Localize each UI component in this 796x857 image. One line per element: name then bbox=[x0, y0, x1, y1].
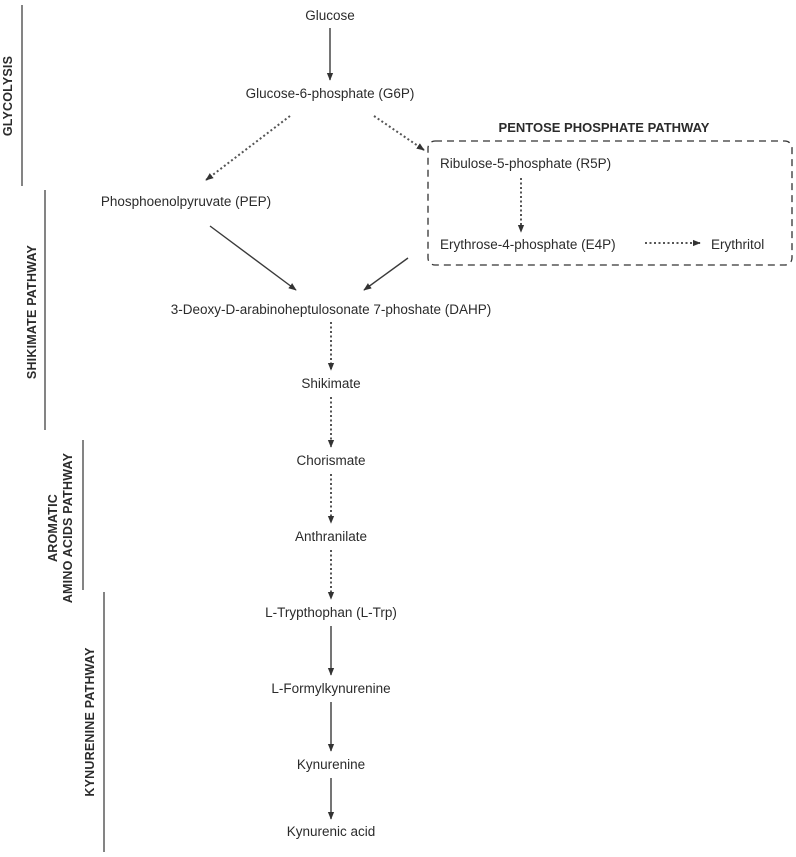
node-e4p: Erythrose-4-phosphate (E4P) bbox=[440, 237, 616, 252]
section-label-amino-acids: AMINO ACIDS PATHWAY bbox=[61, 452, 75, 603]
section-label-aromatic: AROMATIC bbox=[46, 494, 60, 562]
section-label-shikimate: SHIKIMATE PATHWAY bbox=[25, 244, 39, 379]
node-kynurenic-acid: Kynurenic acid bbox=[287, 824, 376, 839]
arrow-e4p-dahp bbox=[363, 257, 409, 291]
node-lformylkynurenine: L-Formylkynurenine bbox=[271, 681, 390, 696]
section-label-glycolysis: GLYCOLYSIS bbox=[1, 56, 15, 136]
node-pep: Phosphoenolpyruvate (PEP) bbox=[101, 194, 271, 209]
arrow-g6p-r5p bbox=[373, 115, 425, 151]
node-r5p: Ribulose-5-phosphate (R5P) bbox=[440, 156, 611, 171]
node-erythritol: Erythritol bbox=[711, 237, 764, 252]
node-anthranilate: Anthranilate bbox=[295, 529, 367, 544]
node-chorismate: Chorismate bbox=[296, 453, 365, 468]
arrow-g6p-pep bbox=[205, 115, 291, 181]
section-label-kynurenine: KYNURENINE PATHWAY bbox=[83, 647, 97, 797]
arrow-pep-dahp bbox=[209, 225, 297, 291]
node-shikimate: Shikimate bbox=[301, 376, 360, 391]
node-g6p: Glucose-6-phosphate (G6P) bbox=[246, 86, 415, 101]
ppp-box bbox=[427, 140, 793, 266]
ppp-title: PENTOSE PHOSPHATE PATHWAY bbox=[499, 120, 710, 135]
node-dahp: 3-Deoxy-D-arabinoheptulosonate 7-phoshat… bbox=[171, 302, 491, 317]
node-ltrp: L-Trypthophan (L-Trp) bbox=[265, 605, 397, 620]
node-kynurenine: Kynurenine bbox=[297, 757, 365, 772]
node-glucose: Glucose bbox=[305, 8, 355, 23]
